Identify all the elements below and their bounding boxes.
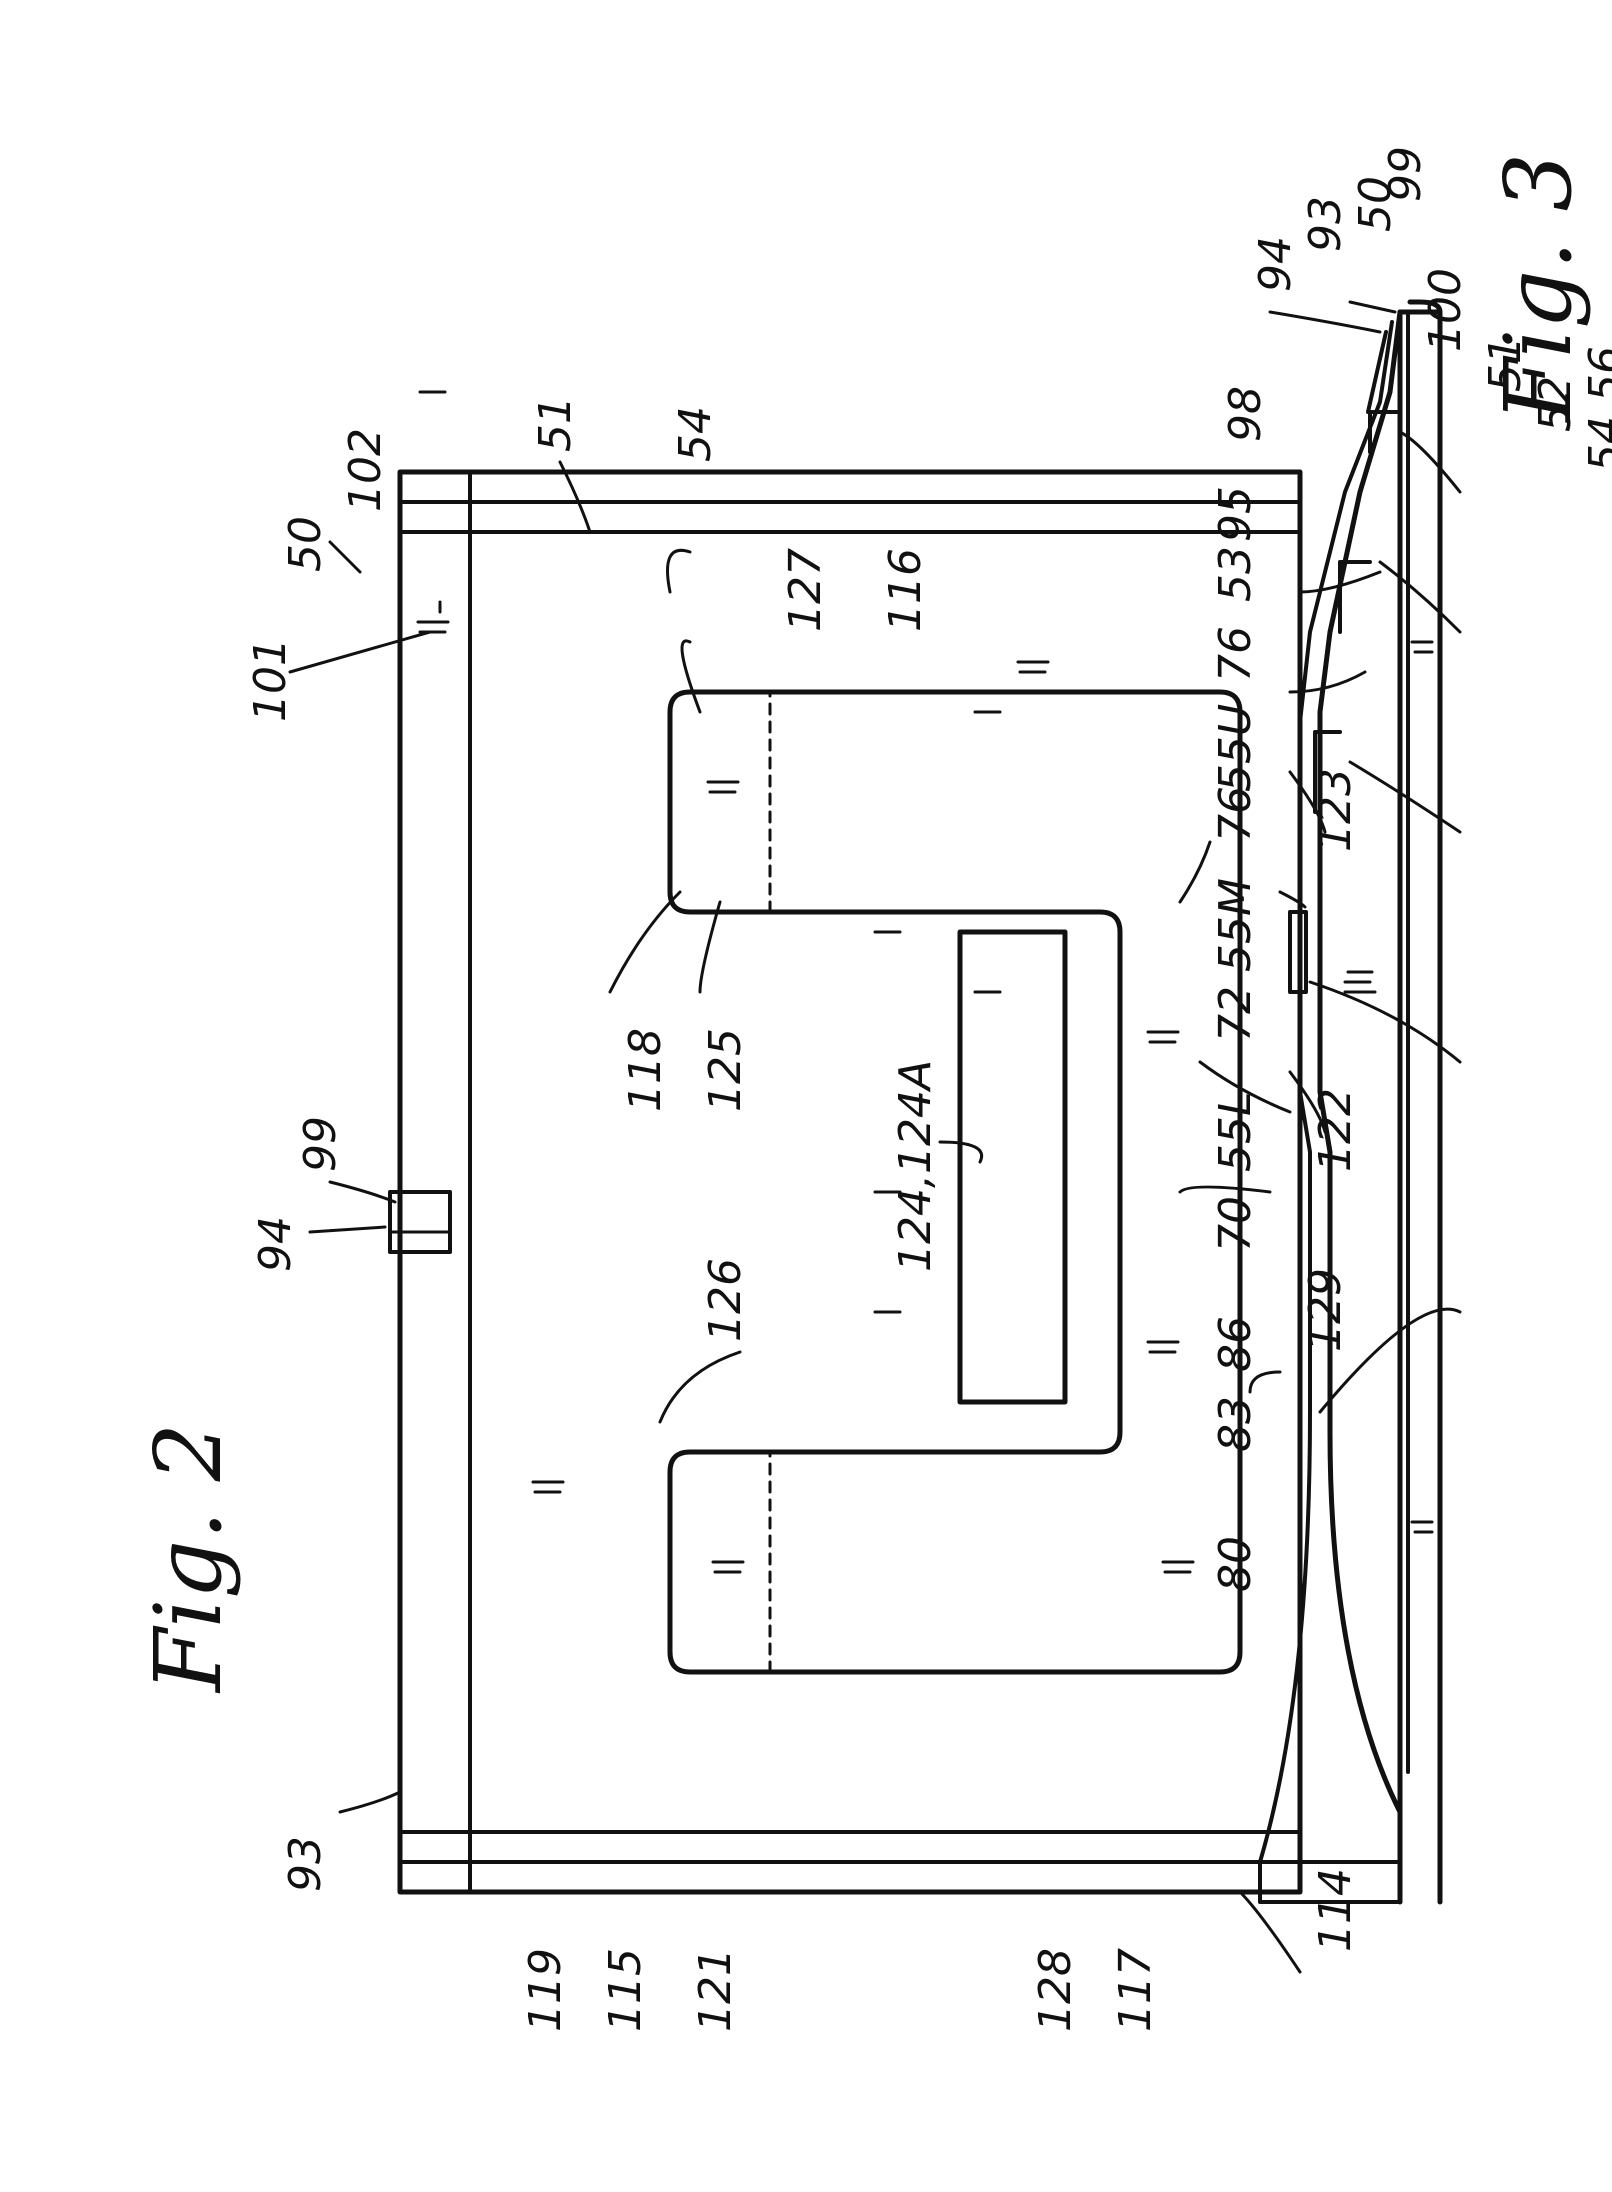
label-3-80: 80 <box>1210 1536 1261 1592</box>
label-3-51: 51 <box>1480 336 1531 392</box>
label-93: 93 <box>280 1836 331 1892</box>
label-94: 94 <box>250 1216 301 1272</box>
layer-upper <box>1320 312 1400 1432</box>
fig-2-labels: 93 94 99 101 50 102 51 54 127 116 118 12… <box>245 396 1361 2032</box>
fig-2-title: Fig. 2 <box>135 1423 242 1694</box>
label-3-55L: 55L <box>1210 1091 1261 1172</box>
label-3-100: 100 <box>1420 268 1471 352</box>
label-3-55U: 55U <box>1210 704 1261 792</box>
label-3-95: 95 <box>1210 486 1261 542</box>
tail-79 <box>1330 1432 1400 1812</box>
label-99: 99 <box>295 1116 346 1172</box>
label-3-55M: 55M <box>1210 878 1261 972</box>
label-3-93: 93 <box>1300 196 1351 252</box>
layer-lower <box>1300 322 1392 1412</box>
label-3-52: 52 <box>1530 376 1581 432</box>
label-119: 119 <box>520 1948 571 2032</box>
fig-3: Fig. 3 <box>1210 146 1612 1902</box>
label-122: 122 <box>1310 1088 1361 1172</box>
label-51: 51 <box>530 396 581 452</box>
label-121: 121 <box>690 1948 741 2032</box>
label-126: 126 <box>700 1258 751 1342</box>
label-3-50: 50 <box>1350 176 1401 232</box>
label-3-98: 98 <box>1220 386 1271 442</box>
fig-2-leader-lines <box>290 462 1300 1972</box>
label-115: 115 <box>600 1948 651 2032</box>
outer-frame <box>400 472 1300 1892</box>
panel-124 <box>960 932 1065 1402</box>
label-124: 124,124A <box>890 1060 941 1272</box>
label-54: 54 <box>670 406 721 462</box>
label-101: 101 <box>245 638 296 722</box>
label-3-76b: 76 <box>1210 786 1261 842</box>
label-3-83: 83 <box>1210 1396 1261 1452</box>
label-3-86: 86 <box>1210 1316 1261 1372</box>
label-3-94: 94 <box>1250 236 1301 292</box>
label-114: 114 <box>1310 1868 1361 1952</box>
label-128: 128 <box>1030 1948 1081 2032</box>
label-117: 117 <box>1110 1948 1161 2032</box>
label-3-70: 70 <box>1210 1196 1261 1252</box>
fig-2: Fig. 2 <box>135 392 1361 2032</box>
label-102: 102 <box>340 428 391 512</box>
label-116: 116 <box>880 548 931 632</box>
label-129: 129 <box>1300 1268 1351 1352</box>
label-3-54-56: 54,56 <box>1580 346 1612 472</box>
u-shaped-label-panel <box>670 692 1240 1672</box>
label-50: 50 <box>280 516 331 572</box>
label-3-76a: 76 <box>1210 626 1261 682</box>
label-3-53: 53 <box>1210 546 1261 602</box>
label-125: 125 <box>700 1028 751 1112</box>
label-127: 127 <box>780 548 831 632</box>
label-3-72: 72 <box>1210 986 1261 1042</box>
label-118: 118 <box>620 1028 671 1112</box>
